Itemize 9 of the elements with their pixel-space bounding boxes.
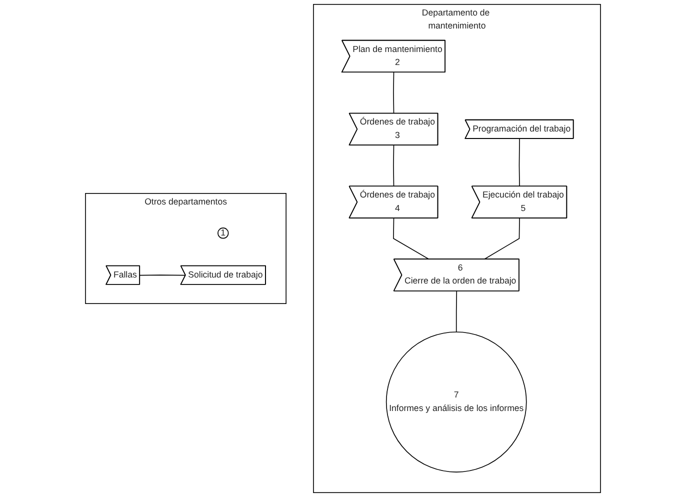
connector [484, 218, 520, 260]
connector [393, 218, 430, 260]
connector [456, 290, 458, 332]
node-circle: 1 [218, 228, 229, 239]
connector [139, 274, 186, 276]
connector [518, 138, 520, 187]
connector [393, 72, 394, 114]
node-circle: 7 Informes y análisis de los informes [386, 332, 527, 472]
connector [393, 144, 394, 187]
